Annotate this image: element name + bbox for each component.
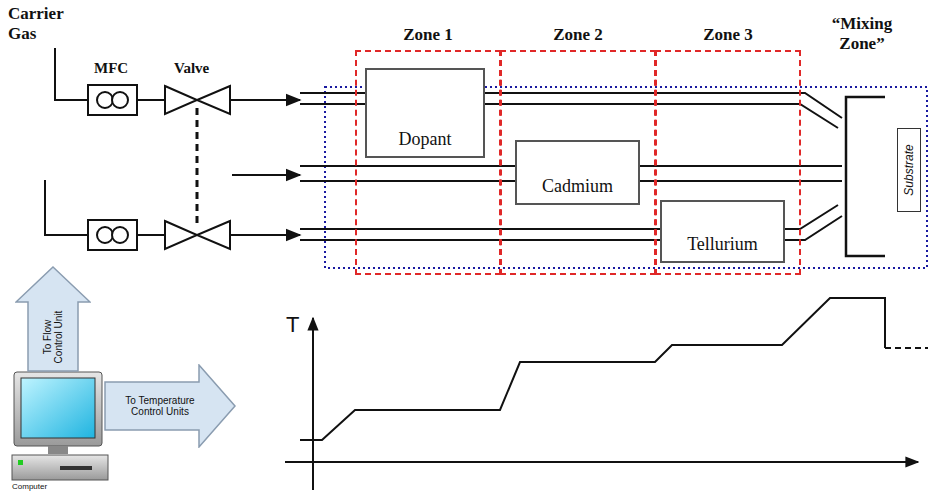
zone-label: Zone 2: [502, 25, 654, 45]
arrow-label: To Temperature Control Units: [110, 384, 210, 428]
arrow-label: To Flow Control Unit: [37, 303, 69, 371]
source-label: Dopant: [399, 129, 452, 150]
flow-control-arrow: To Flow Control Unit: [15, 266, 91, 372]
zone-label: “Mixing Zone”: [812, 14, 912, 53]
mfc-label: MFC: [94, 60, 128, 77]
source-boat: Tellurium: [660, 200, 785, 263]
temperature-graph: [285, 298, 928, 490]
zone-label: Zone 3: [657, 25, 799, 45]
source-boat: Cadmium: [515, 140, 640, 205]
zone-box: Zone 3Tellurium: [655, 50, 801, 275]
computer-icon: [12, 372, 108, 480]
source-boat: Dopant: [365, 68, 485, 158]
computer-label: Computer: [12, 482, 47, 491]
gas-lines: [45, 48, 300, 235]
zone-box: Zone 2Cadmium: [500, 50, 656, 275]
valve-symbol: [165, 86, 230, 249]
gas-label: Carrier Gas: [8, 4, 78, 43]
zone-box: Zone 1Dopant: [355, 50, 501, 275]
substrate-label: Substrate: [902, 144, 916, 195]
zone-label: Zone 1: [357, 25, 499, 45]
temperature-control-arrow: To Temperature Control Units: [104, 364, 236, 448]
substrate-box: Substrate: [897, 128, 921, 212]
source-label: Cadmium: [542, 176, 613, 197]
mfc-symbol: [88, 85, 137, 250]
valve-label: Valve: [174, 60, 209, 77]
source-label: Tellurium: [687, 234, 758, 255]
axis-label: T: [286, 312, 299, 337]
